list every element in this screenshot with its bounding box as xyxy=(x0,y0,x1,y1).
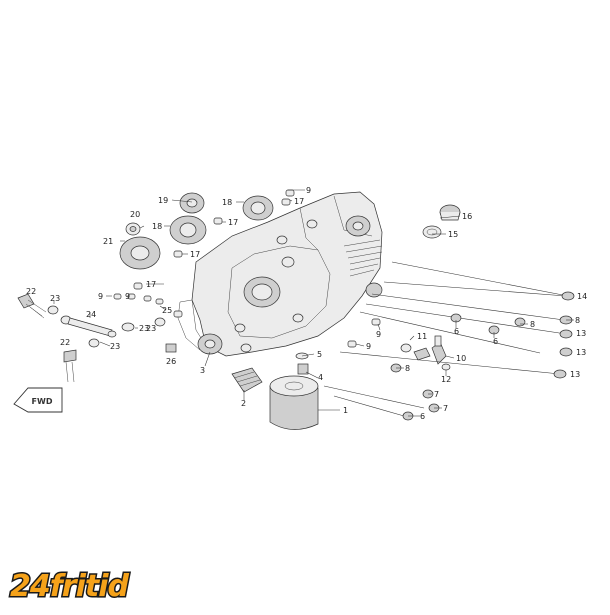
brand-logo-text: 24fritid xyxy=(10,569,130,604)
callout-9-e: 9 xyxy=(125,292,130,301)
seal-20 xyxy=(125,222,141,236)
callout-26: 26 xyxy=(166,357,176,366)
drain-bolt xyxy=(231,367,263,393)
callout-17-b: 17 xyxy=(228,218,238,227)
callout-6-a: 6 xyxy=(454,327,459,336)
callout-labels: 1 2 3 4 5 6 6 6 7 7 8 8 8 9 9 9 9 10 11 … xyxy=(26,186,587,421)
callout-22-a: 22 xyxy=(26,287,36,296)
callout-9-a: 9 xyxy=(306,186,311,195)
dowel-pins xyxy=(113,189,381,348)
brand-logo: 24fritid xyxy=(9,568,133,605)
washers-23 xyxy=(47,305,166,348)
oil-filler-cap xyxy=(422,204,461,239)
callout-20: 20 xyxy=(130,210,140,219)
callout-18-b: 18 xyxy=(152,222,162,231)
callout-4: 4 xyxy=(318,373,323,382)
bolt-22 xyxy=(17,293,47,319)
callout-1: 1 xyxy=(343,406,348,415)
callout-11: 11 xyxy=(417,332,427,341)
callout-23-d: 23 xyxy=(146,324,156,333)
bearing-18-upper xyxy=(242,195,274,221)
callout-23-b: 23 xyxy=(139,324,149,333)
callout-9-d: 9 xyxy=(366,342,371,351)
bearing-18-lower xyxy=(169,215,207,245)
callout-25: 25 xyxy=(162,306,172,315)
callout-10: 10 xyxy=(456,354,466,363)
callout-8-b: 8 xyxy=(575,316,580,325)
callout-7-b: 7 xyxy=(443,404,448,413)
callout-5: 5 xyxy=(317,350,322,359)
plug-26 xyxy=(165,343,177,353)
oil-filter xyxy=(269,375,319,430)
callout-16: 16 xyxy=(462,212,472,221)
callout-17-c: 17 xyxy=(190,250,200,259)
callout-8-c: 8 xyxy=(405,364,410,373)
callout-15: 15 xyxy=(448,230,458,239)
bearing-21 xyxy=(119,236,161,270)
callout-8-a: 8 xyxy=(530,320,535,329)
long-bolts xyxy=(323,261,569,417)
callout-6-c: 6 xyxy=(420,412,425,421)
callout-3: 3 xyxy=(200,366,205,375)
crankcase-half xyxy=(177,191,383,357)
callout-7-a: 7 xyxy=(434,390,439,399)
callout-21: 21 xyxy=(103,237,113,246)
bearing-19 xyxy=(179,192,205,214)
callout-19: 19 xyxy=(158,196,168,205)
callout-17-d: 17 xyxy=(146,280,156,289)
filter-nipple xyxy=(295,352,309,375)
leader-lines xyxy=(53,189,574,417)
callout-18-a: 18 xyxy=(222,198,232,207)
callout-12: 12 xyxy=(441,375,451,384)
callout-9-c: 9 xyxy=(376,330,381,339)
callout-9-b: 9 xyxy=(98,292,103,301)
callout-14: 14 xyxy=(577,292,587,301)
fwd-label: FWD xyxy=(32,397,53,406)
callout-23-c: 23 xyxy=(110,342,120,351)
callout-24: 24 xyxy=(86,310,96,319)
callout-13-b: 13 xyxy=(576,348,586,357)
bolt-22-lower xyxy=(63,349,77,383)
sensor xyxy=(431,335,447,365)
small-parts-11-12 xyxy=(400,343,451,371)
fwd-direction-arrow: FWD xyxy=(13,387,63,413)
callout-22-b: 22 xyxy=(60,338,70,347)
callout-23-a: 23 xyxy=(50,294,60,303)
callout-13-c: 13 xyxy=(570,370,580,379)
linkage-24 xyxy=(60,315,117,338)
callout-13-a: 13 xyxy=(576,329,586,338)
callout-6-b: 6 xyxy=(493,337,498,346)
callout-2: 2 xyxy=(241,399,246,408)
callout-17-a: 17 xyxy=(294,197,304,206)
